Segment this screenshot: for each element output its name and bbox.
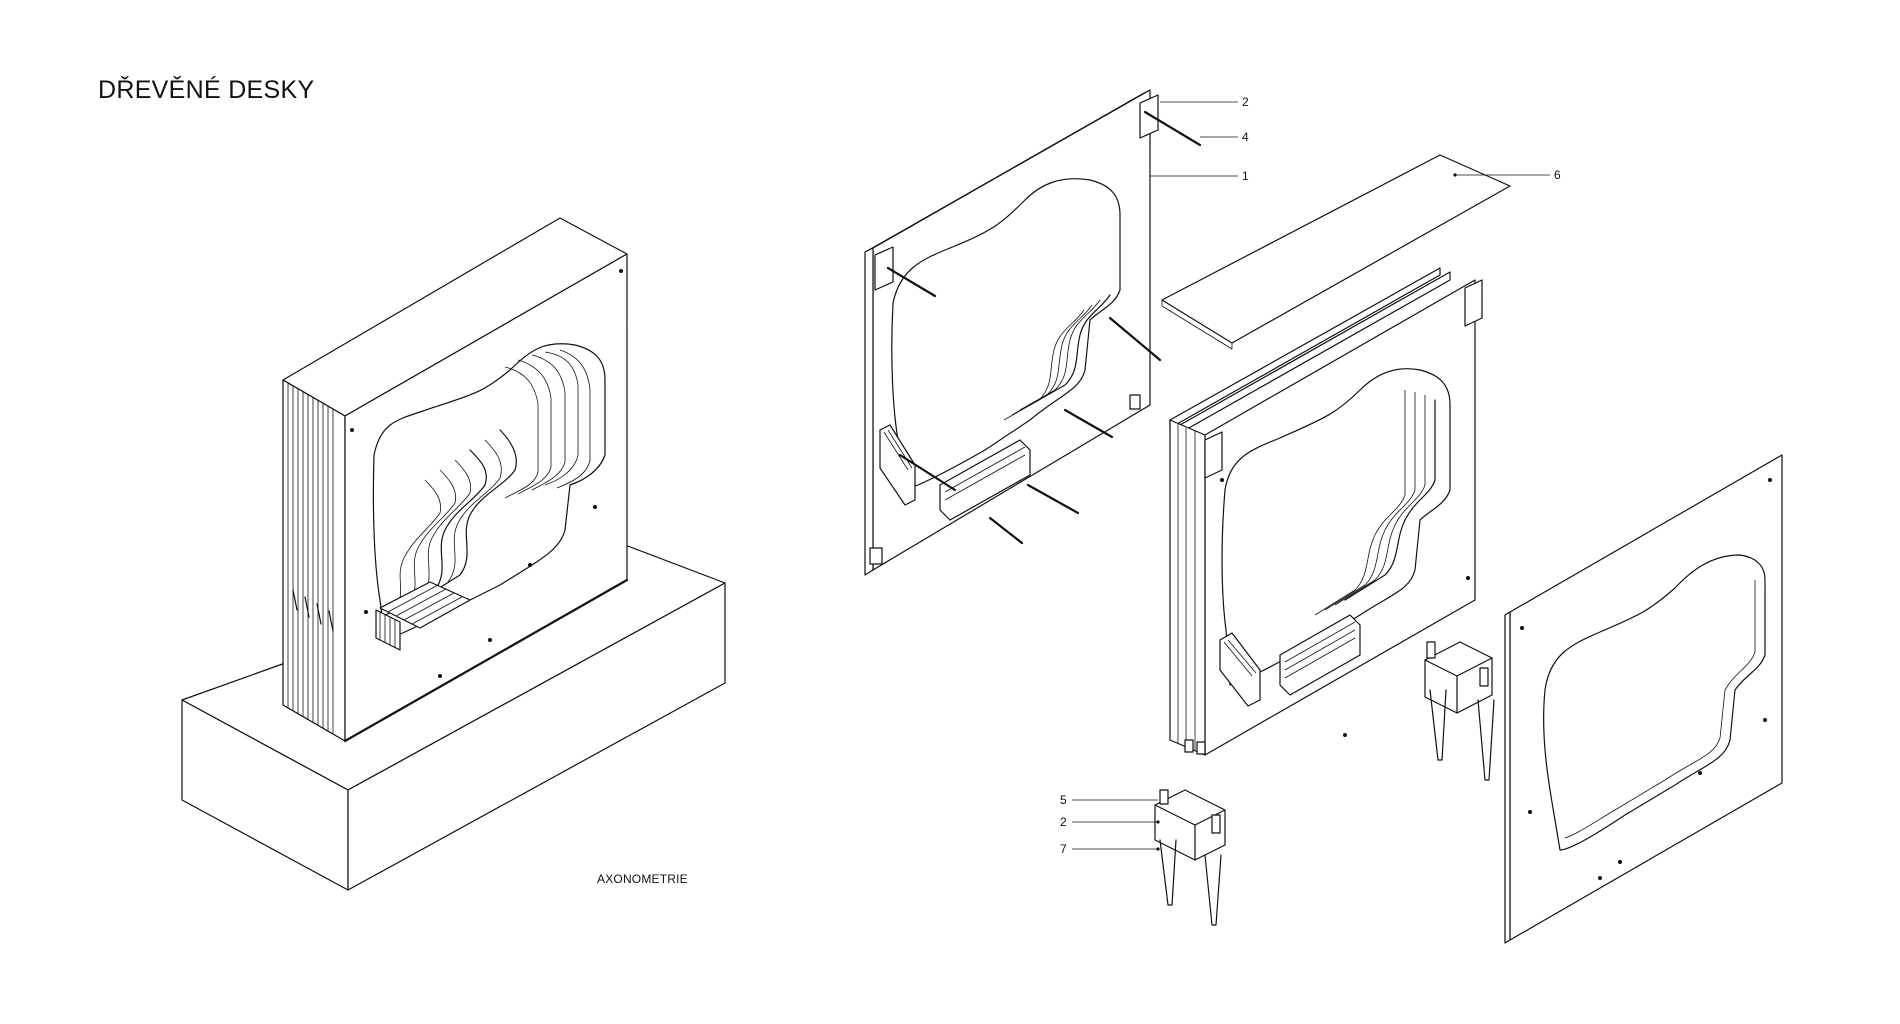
view-caption: AXONOMETRIE (597, 872, 688, 886)
callout-1: 1 (1242, 169, 1249, 183)
callout-6: 6 (1554, 168, 1561, 182)
panel-middle-stack (1169, 267, 1483, 756)
callout-2-bottom: 2 (1060, 815, 1067, 829)
callout-5: 5 (1060, 793, 1067, 807)
callout-2-top: 2 (1242, 95, 1249, 109)
top-plank (1161, 154, 1511, 350)
assembled-bench (181, 217, 726, 891)
leg-assembly-left (1154, 789, 1226, 926)
leg-assembly-right (1424, 641, 1495, 781)
panel-front (1504, 454, 1783, 944)
callout-4: 4 (1242, 130, 1249, 144)
panel-back (864, 89, 1202, 576)
leader-lines (1072, 101, 1550, 851)
wooden-panel-stack (282, 217, 629, 743)
callout-7: 7 (1060, 842, 1067, 856)
page-title: DŘEVĚNÉ DESKY (98, 76, 315, 104)
